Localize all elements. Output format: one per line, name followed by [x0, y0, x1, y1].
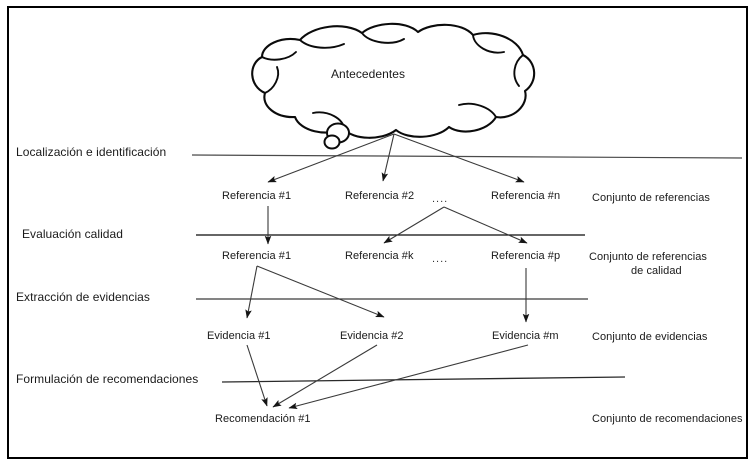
node-evidencia-2: Evidencia #2 — [340, 330, 404, 342]
arrow-referencia1-to-evidencia2 — [256, 265, 385, 318]
node-evidencia-1: Evidencia #1 — [207, 330, 271, 342]
separator-line-localizacion — [191, 154, 743, 159]
node-referencia-k: Referencia #k — [345, 250, 414, 262]
stage-label-formulacion: Formulación de recomendaciones — [16, 372, 199, 386]
stage-label-extraccion: Extracción de evidencias — [16, 290, 150, 304]
row-ellipsis-referencias: .... — [432, 193, 449, 205]
diagram-frame — [7, 6, 748, 459]
arrow-ellipsis-to-referencia-k — [383, 206, 445, 244]
node-evidencia-m: Evidencia #m — [492, 330, 559, 342]
side-label-conjunto-recomendaciones: Conjunto de recomendaciones — [592, 413, 743, 425]
row-ellipsis-referencias-calidad: .... — [432, 253, 449, 265]
arrow-cloud-to-referencia-1 — [267, 133, 395, 183]
node-referencia-p: Referencia #p — [491, 250, 561, 262]
node-referencia-n: Referencia #n — [491, 190, 561, 202]
arrow-cloud-to-referencia-2 — [381, 133, 395, 182]
cloud-label: Antecedentes — [331, 67, 405, 81]
arrow-cloud-to-referencia-n — [393, 133, 525, 183]
arrow-evidencia2-to-recomendacion — [272, 344, 378, 408]
arrow-referencia1-to-evidencia1 — [245, 265, 258, 319]
stage-label-evaluacion: Evaluación calidad — [22, 227, 123, 241]
side-label-conjunto-referencias: Conjunto de referencias — [592, 192, 710, 204]
side-label-conjunto-evidencias: Conjunto de evidencias — [592, 331, 708, 343]
node-referencia-2: Referencia #2 — [345, 190, 415, 202]
node-referencia-1: Referencia #1 — [222, 190, 292, 202]
arrow-evidencia1-to-recomendacion — [246, 344, 268, 407]
arrow-ellipsis-to-referencia-p — [443, 206, 528, 244]
side-label-conjunto-referencias-calidad-line2: de calidad — [631, 265, 682, 277]
separator-line-formulacion — [221, 376, 626, 383]
node-recomendacion-1: Recomendación #1 — [215, 413, 311, 425]
side-label-conjunto-referencias-calidad-line1: Conjunto de referencias — [589, 251, 707, 263]
node-referencia-1-calidad: Referencia #1 — [222, 250, 292, 262]
cloud-shape — [251, 22, 536, 139]
thought-bubble-small — [323, 134, 341, 150]
stage-label-localizacion: Localización e identificación — [16, 145, 167, 159]
arrow-evidenciam-to-recomendacion — [288, 344, 529, 410]
